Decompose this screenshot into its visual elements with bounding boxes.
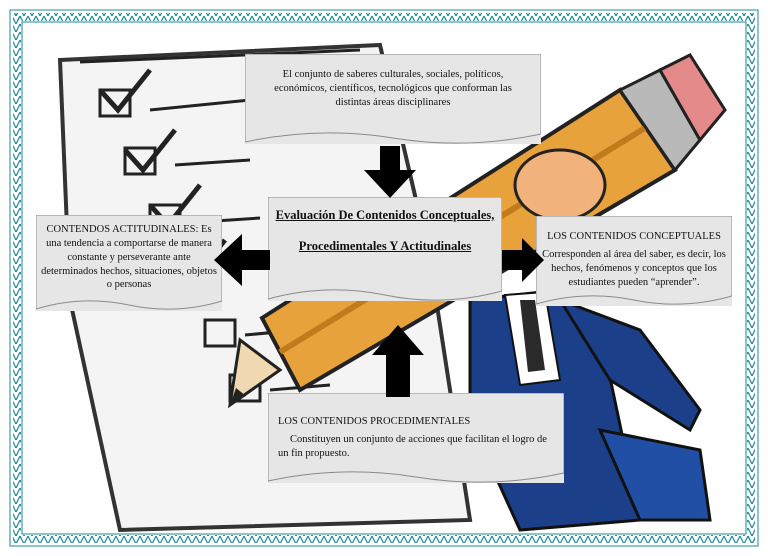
top-note-box: El conjunto de saberes culturales, socia…	[245, 54, 541, 144]
note-shape	[245, 54, 541, 144]
center-title-line2: Procedimentales Y Actitudinales	[298, 238, 472, 253]
center-title-box: Evaluación De Contenidos Conceptuales, P…	[268, 197, 502, 301]
note-shape	[268, 393, 564, 483]
arrow-left-icon	[214, 234, 270, 286]
top-note-text: El conjunto de saberes culturales, socia…	[274, 69, 512, 108]
note-shape	[36, 215, 222, 310]
hand-icon	[513, 148, 607, 222]
right-box-title: LOS CONTENIDOS CONCEPTUALES	[547, 231, 721, 242]
left-attitudinal-box: CONTENDOS ACTITUDINALES: Es una tendenci…	[36, 215, 222, 311]
right-box-body: Corresponden al área del saber, es decir…	[542, 248, 726, 288]
bottom-box-title: LOS CONTENIDOS PROCEDIMENTALES	[278, 416, 471, 427]
bottom-procedural-box: LOS CONTENIDOS PROCEDIMENTALES Constituy…	[268, 393, 564, 483]
arrow-down-icon	[364, 146, 416, 198]
arrow-right-icon	[502, 238, 544, 282]
center-title-line1: Evaluación De Contenidos Conceptuales,	[275, 208, 495, 222]
bottom-box-body: Constituyen un conjunto de acciones que …	[278, 433, 547, 459]
note-shape	[268, 197, 502, 301]
left-box-text: CONTENDOS ACTITUDINALES: Es una tendenci…	[41, 224, 217, 291]
arrow-up-icon	[372, 325, 424, 397]
right-conceptual-box: LOS CONTENIDOS CONCEPTUALES Corresponden…	[536, 216, 732, 306]
note-shape	[536, 216, 732, 305]
